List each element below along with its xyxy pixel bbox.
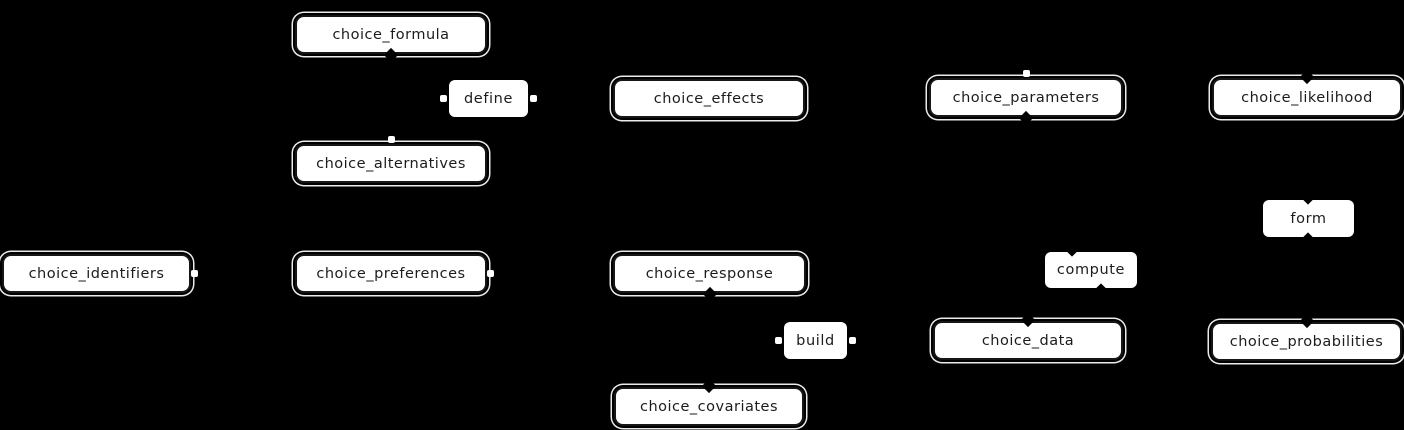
connector-notch xyxy=(1095,283,1107,295)
node-choice-data: choice_data xyxy=(933,312,1123,360)
edge-label-text: define xyxy=(464,90,513,107)
edge-label-text: build xyxy=(796,332,835,349)
connector-notch xyxy=(1065,245,1078,257)
connector-notch xyxy=(702,286,717,302)
node-label: choice_formula xyxy=(332,26,450,43)
node-choice-likelihood: choice_likelihood xyxy=(1212,69,1402,117)
edge-label-compute: compute xyxy=(1045,245,1137,295)
node-label: choice_response xyxy=(645,265,774,282)
node-label: choice_identifiers xyxy=(28,265,165,282)
connector-notch xyxy=(1023,70,1030,77)
connector-notch xyxy=(1301,193,1314,205)
connector-notch xyxy=(1299,313,1314,329)
node-label: choice_preferences xyxy=(316,265,466,282)
node-label: choice_probabilities xyxy=(1229,333,1384,350)
node-label: choice_parameters xyxy=(952,89,1100,106)
node-choice-probabilities: choice_probabilities xyxy=(1211,313,1402,361)
node-choice-covariates: choice_covariates xyxy=(614,378,804,426)
connector-notch xyxy=(701,378,717,394)
node-choice-preferences: choice_preferences xyxy=(295,254,494,293)
edge-label-text: compute xyxy=(1056,262,1126,278)
node-choice-formula: choice_formula xyxy=(295,15,487,63)
node-choice-identifiers: choice_identifiers xyxy=(2,254,198,293)
connector-notch xyxy=(191,269,198,277)
connector-notch xyxy=(775,336,782,344)
connector-notch xyxy=(849,336,856,344)
edge-label-define: define xyxy=(440,80,537,117)
node-choice-alternatives: choice_alternatives xyxy=(295,136,487,183)
node-choice-parameters: choice_parameters xyxy=(929,70,1123,126)
node-label: choice_likelihood xyxy=(1241,89,1373,106)
edge-label-build: build xyxy=(775,322,856,359)
node-choice-effects: choice_effects xyxy=(613,79,805,118)
node-label: choice_covariates xyxy=(639,398,779,415)
node-label: choice_effects xyxy=(653,90,765,107)
connector-notch xyxy=(383,47,399,63)
connector-notch xyxy=(440,94,447,102)
connector-notch xyxy=(1299,69,1315,85)
connector-notch xyxy=(487,269,494,277)
connector-notch xyxy=(530,94,537,102)
node-label: choice_alternatives xyxy=(316,155,466,172)
edge-label-form: form xyxy=(1263,193,1354,244)
node-label: choice_data xyxy=(981,332,1075,349)
connector-notch xyxy=(388,136,395,143)
node-choice-response: choice_response xyxy=(613,254,806,302)
connector-notch xyxy=(1018,110,1034,126)
connector-notch xyxy=(1301,232,1314,244)
edge-label-text: form xyxy=(1290,210,1327,227)
connector-notch xyxy=(1020,312,1036,328)
